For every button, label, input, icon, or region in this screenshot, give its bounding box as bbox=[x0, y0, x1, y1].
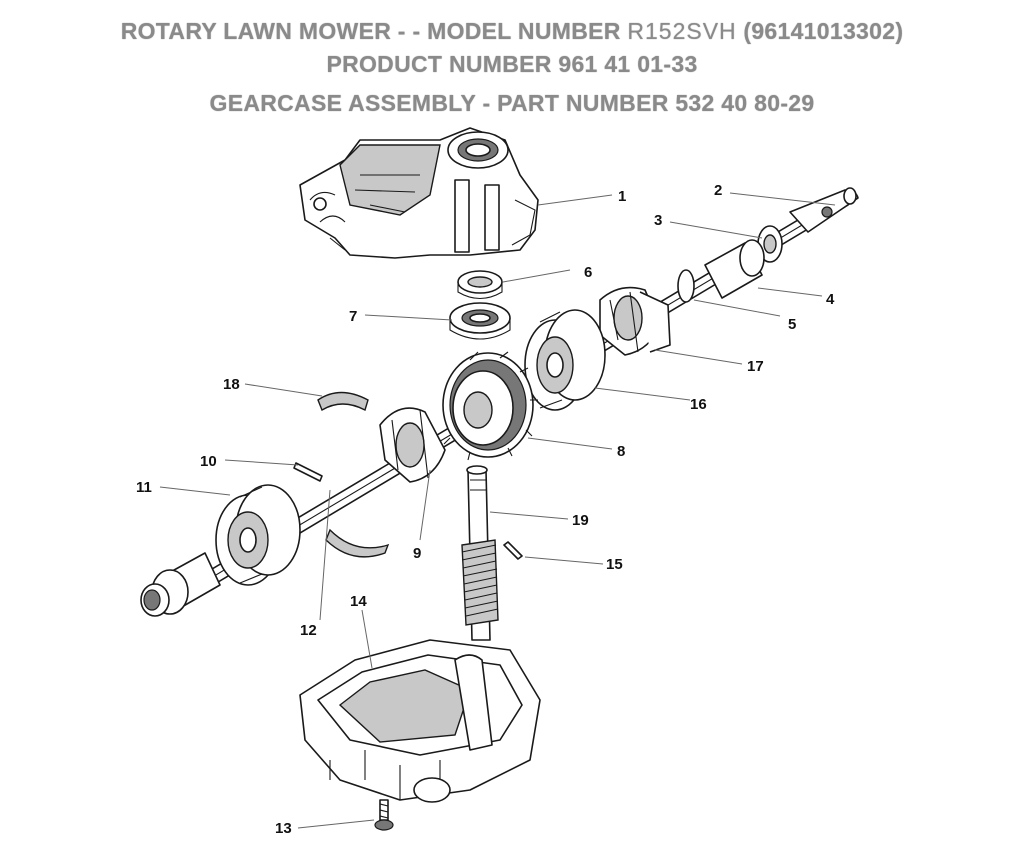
part-8-worm-gear bbox=[442, 351, 538, 461]
callout-labels: 1 2 3 4 5 6 7 8 9 10 11 12 13 14 15 16 1… bbox=[136, 182, 835, 837]
part-4-spacer bbox=[704, 239, 765, 299]
callout-15: 15 bbox=[606, 556, 623, 573]
part-19-worm-shaft bbox=[461, 465, 499, 641]
callout-17: 17 bbox=[747, 358, 764, 375]
part-15-pin bbox=[503, 541, 523, 560]
part-6-bearing bbox=[457, 270, 503, 300]
product-number: PRODUCT NUMBER 961 41 01-33 bbox=[326, 51, 698, 77]
assembly-title: GEARCASE ASSEMBLY - PART NUMBER 532 40 8… bbox=[209, 90, 815, 116]
callout-19: 19 bbox=[572, 512, 589, 529]
part-16-drive-pulley bbox=[524, 309, 606, 411]
callout-2: 2 bbox=[714, 182, 722, 199]
part-14-lower-housing bbox=[299, 639, 541, 803]
left-shaft-coupling bbox=[140, 552, 221, 617]
callout-1: 1 bbox=[618, 188, 626, 205]
callout-16: 16 bbox=[690, 396, 707, 413]
model-code: (96141013302) bbox=[743, 18, 904, 44]
callout-8: 8 bbox=[617, 443, 625, 460]
part-13-screw bbox=[374, 799, 394, 831]
part-5-washer bbox=[677, 269, 695, 303]
title-line-1: ROTARY LAWN MOWER - - MODEL NUMBER R152S… bbox=[0, 18, 1024, 45]
callout-14: 14 bbox=[350, 593, 367, 610]
callout-6: 6 bbox=[584, 264, 592, 281]
part-17-clutch bbox=[599, 286, 671, 356]
part-11-drive-pulley bbox=[215, 484, 301, 586]
callout-12: 12 bbox=[300, 622, 317, 639]
callout-3: 3 bbox=[654, 212, 662, 229]
part-18-shell-lower bbox=[325, 528, 390, 558]
callout-7: 7 bbox=[349, 308, 357, 325]
part-1-upper-housing bbox=[299, 127, 539, 259]
callout-9: 9 bbox=[413, 545, 421, 562]
part-18-shell-upper bbox=[317, 391, 369, 412]
callout-11: 11 bbox=[136, 479, 152, 496]
leader-lines bbox=[159, 192, 836, 829]
part-9-clutch-dog bbox=[379, 407, 446, 483]
title-prefix: ROTARY LAWN MOWER - - MODEL NUMBER bbox=[120, 18, 621, 44]
model-number: R152SVH bbox=[627, 18, 737, 44]
part-10-pin bbox=[293, 462, 323, 482]
part-7-bearing bbox=[449, 302, 511, 340]
callout-10: 10 bbox=[200, 453, 217, 470]
callout-4: 4 bbox=[826, 291, 835, 308]
part-2-shaft-end bbox=[789, 187, 859, 233]
callout-5: 5 bbox=[788, 316, 796, 333]
callout-13: 13 bbox=[275, 820, 292, 837]
callout-18: 18 bbox=[223, 376, 240, 393]
